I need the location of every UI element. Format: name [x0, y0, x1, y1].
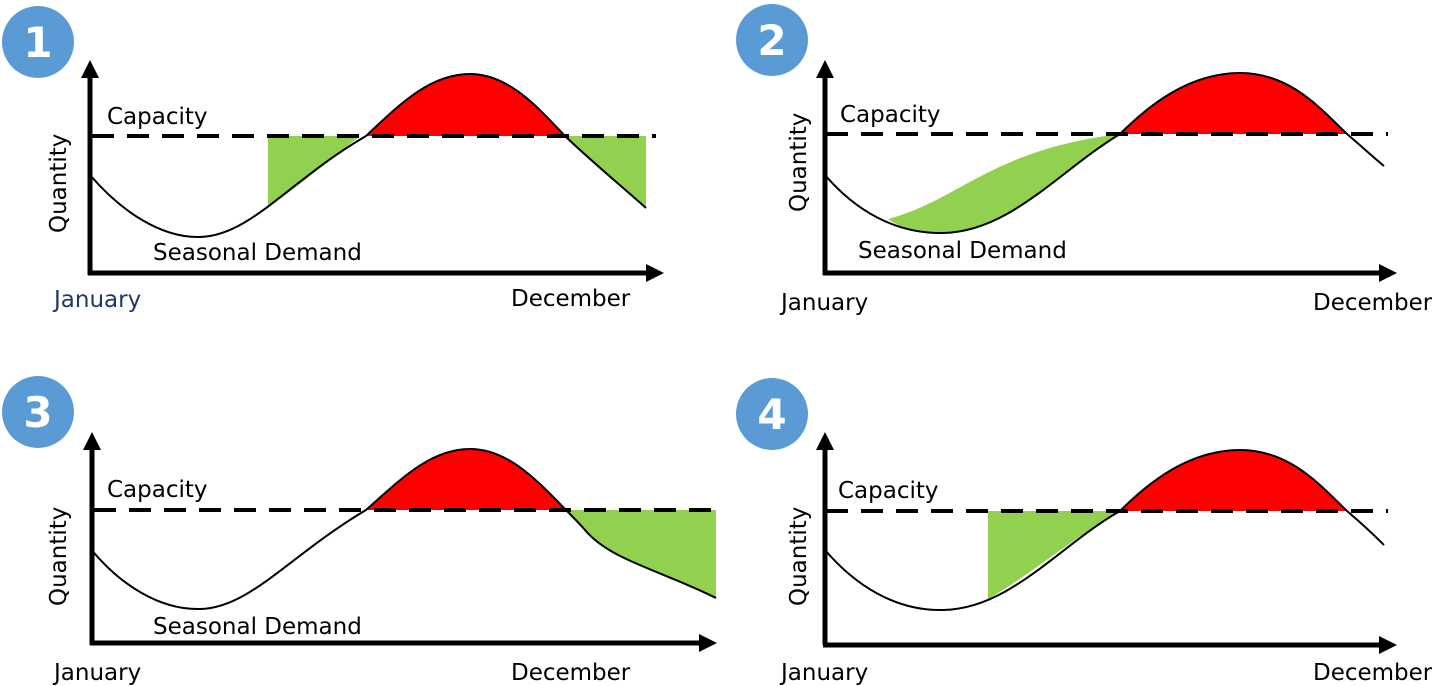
badge-circle [2, 376, 74, 448]
x-axis-arrowhead [646, 264, 664, 282]
seasonal-demand-label: Seasonal Demand [153, 614, 362, 640]
overflow-area [1120, 450, 1347, 511]
slack-area [888, 134, 1120, 234]
panel-3: 3 Capacity Quantity Seasonal Demand Janu… [2, 376, 718, 686]
panel-4: 4 Capacity Quantity January December [736, 378, 1432, 686]
y-axis-arrowhead [81, 60, 99, 78]
y-axis-label: Quantity [786, 507, 812, 606]
seasonal-demand-curve [89, 72, 647, 239]
seasonal-demand-label: Seasonal Demand [153, 240, 362, 266]
badge-number: 4 [757, 390, 786, 439]
capacity-label: Capacity [840, 102, 941, 128]
y-axis-arrowhead [816, 60, 834, 78]
seasonal-demand-label: Seasonal Demand [858, 238, 1067, 264]
x-end-label: December [1313, 660, 1432, 686]
badge-circle [736, 4, 808, 76]
x-end-label: December [511, 286, 631, 312]
slack-area [566, 510, 716, 598]
slack-area [988, 511, 1120, 599]
x-start-label: January [52, 287, 141, 313]
x-axis-arrowhead [1379, 264, 1397, 282]
seasonal-demand-curve [824, 448, 1385, 612]
x-axis-arrowhead [699, 634, 717, 652]
x-start-label: January [52, 660, 141, 686]
badge-number: 2 [757, 16, 786, 65]
badge-circle [736, 378, 808, 450]
y-axis-label: Quantity [786, 113, 812, 212]
y-axis-label: Quantity [46, 507, 72, 606]
y-axis-arrowhead [816, 432, 834, 450]
badge-number: 1 [23, 18, 52, 67]
capacity-label: Capacity [107, 104, 208, 130]
x-end-label: December [511, 660, 631, 686]
badge-circle [2, 6, 74, 78]
seasonal-demand-curve [824, 71, 1385, 235]
overflow-area [366, 449, 566, 510]
capacity-label: Capacity [838, 478, 939, 504]
badge-number: 3 [23, 388, 52, 437]
capacity-label: Capacity [107, 477, 208, 503]
x-start-label: January [779, 290, 868, 316]
panel-1: 1 Capacity Quantity Seasonal Demand Janu… [2, 6, 664, 313]
x-axis-arrowhead [1379, 636, 1397, 654]
panel-2: 2 Capacity Quantity Seasonal Demand Janu… [736, 4, 1432, 316]
overflow-area [1120, 73, 1347, 134]
y-axis-arrowhead [83, 432, 101, 450]
y-axis-label: Quantity [46, 134, 72, 233]
x-end-label: December [1313, 290, 1432, 316]
seasonal-demand-curve [89, 447, 717, 611]
x-start-label: January [779, 660, 868, 686]
